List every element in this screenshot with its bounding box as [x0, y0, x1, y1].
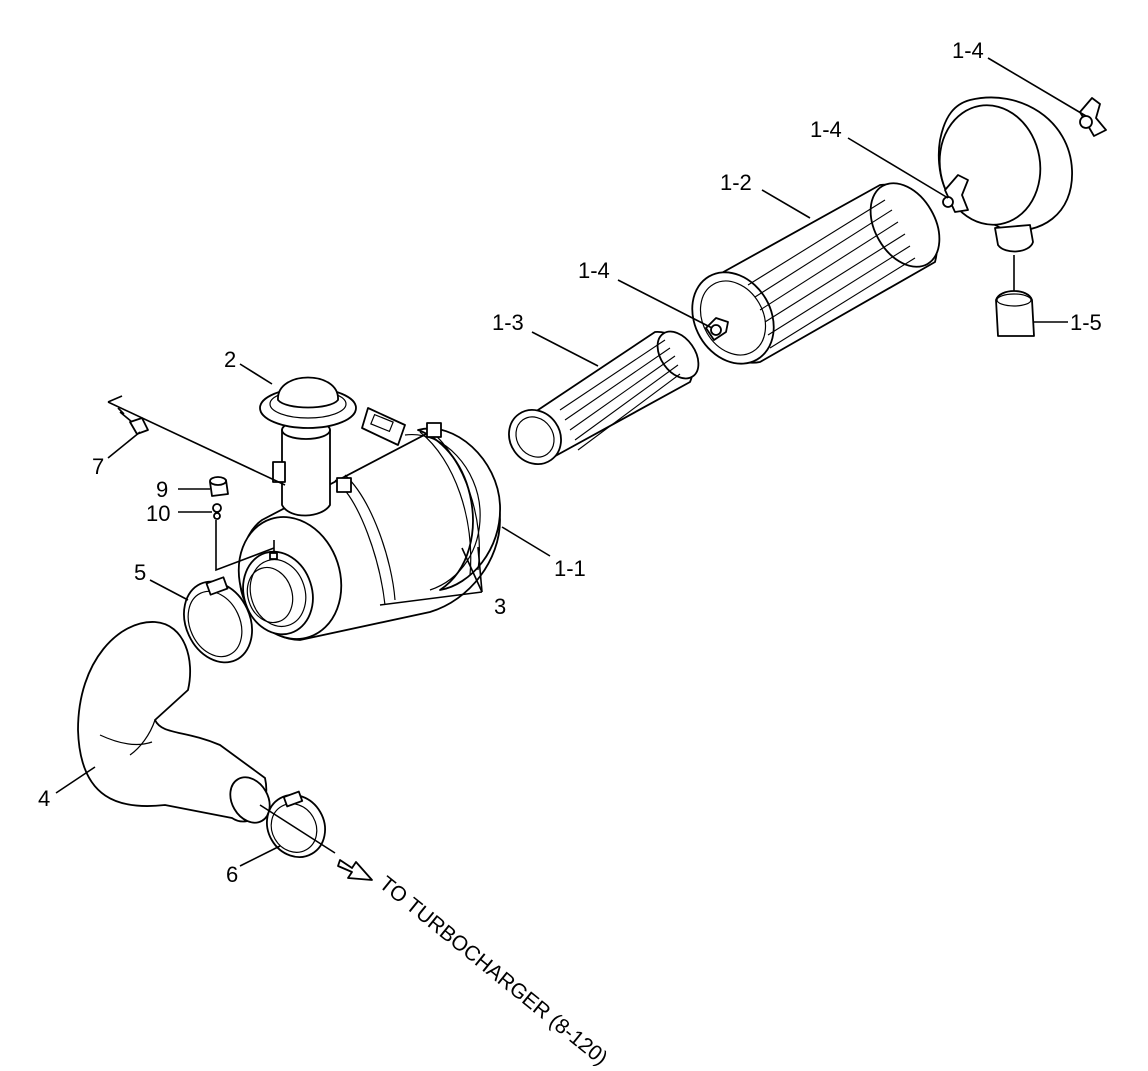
label-1-1: 1-1 — [554, 556, 586, 581]
cleaner-cover — [937, 96, 1073, 292]
label-1-2: 1-2 — [720, 170, 752, 195]
restriction-indicator — [209, 476, 229, 497]
label-7: 7 — [92, 454, 104, 479]
indicator-hose-line — [215, 520, 275, 572]
label-1-3: 1-3 — [492, 310, 524, 335]
air-cleaner-housing — [237, 407, 501, 641]
wing-nut-top — [1079, 97, 1107, 137]
connector-fitting — [117, 407, 149, 435]
indicator-hose-end — [107, 395, 123, 403]
label-5: 5 — [134, 560, 146, 585]
indicator-hose-line-upper — [107, 401, 286, 486]
label-6: 6 — [226, 862, 238, 887]
label-1-4-middle: 1-4 — [810, 117, 842, 142]
hose-clamp-upper — [183, 576, 253, 664]
adapter-fitting — [212, 503, 222, 520]
label-3: 3 — [494, 594, 506, 619]
dust-valve — [995, 290, 1035, 337]
label-1-4-top: 1-4 — [952, 38, 984, 63]
label-1-5: 1-5 — [1070, 310, 1102, 335]
label-1-4-lower: 1-4 — [578, 258, 610, 283]
elbow-hose — [77, 621, 271, 824]
primary-element — [691, 182, 941, 365]
leader-lines — [55, 57, 1087, 867]
hose-clamp-lower — [266, 790, 326, 858]
label-4: 4 — [38, 786, 50, 811]
label-10: 10 — [146, 501, 170, 526]
flow-line — [259, 804, 336, 854]
label-2: 2 — [224, 347, 236, 372]
label-9: 9 — [156, 477, 168, 502]
flow-arrow-icon — [337, 859, 373, 881]
safety-element — [508, 330, 700, 465]
to-turbocharger-note: TO TURBOCHARGER (8-120) — [375, 872, 612, 1066]
precleaner-cap — [259, 376, 357, 429]
